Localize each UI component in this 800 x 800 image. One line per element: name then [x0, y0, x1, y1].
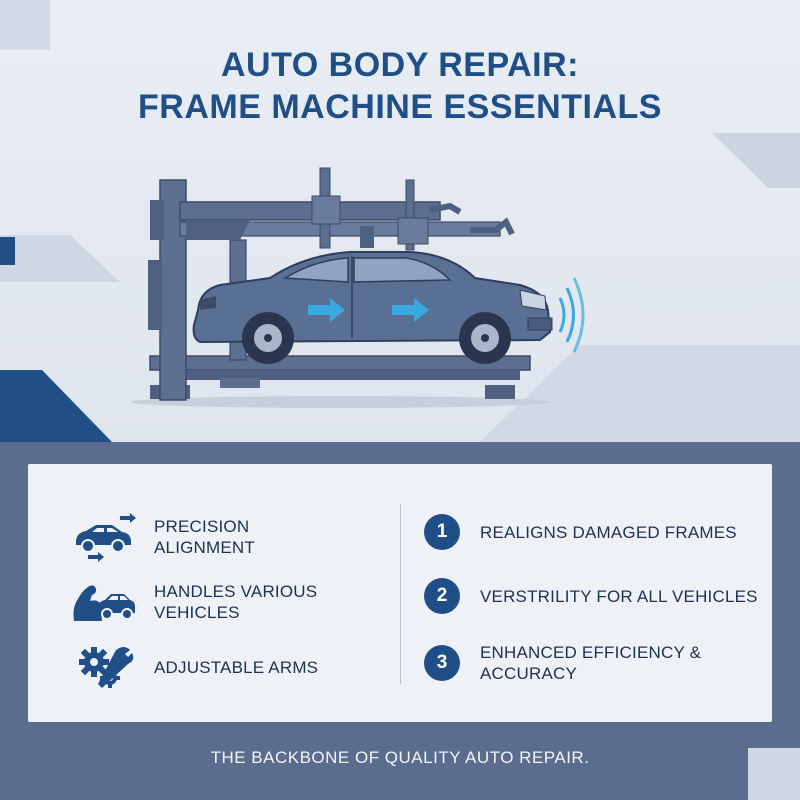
- feature-item-various-vehicles: HANDLES VARIOUS VEHICLES: [68, 577, 344, 627]
- step-label: VERSTRILITY FOR ALL VEHICLES: [480, 586, 758, 606]
- title-line-1: AUTO BODY REPAIR:: [221, 46, 579, 84]
- car-arrows-icon: [68, 512, 138, 562]
- step-item: 2 VERSTRILITY FOR ALL VEHICLES: [424, 578, 780, 614]
- step-item: 3 ENHANCED EFFICIENCY & ACCURACY: [424, 642, 780, 684]
- deco-shapes: [0, 133, 800, 442]
- title-line-2: FRAME MACHINE ESSENTIALS: [138, 88, 662, 126]
- page-title: AUTO BODY REPAIR: FRAME MACHINE ESSENTIA…: [0, 44, 800, 128]
- deco-square-bottom-right: [748, 748, 800, 800]
- gears-wrench-icon: [68, 642, 138, 692]
- info-section: PRECISION ALIGNMENT HANDLES VARIOUS VEHI…: [0, 442, 800, 800]
- step-number-badge: 2: [424, 578, 460, 614]
- footer-tagline: THE BACKBONE OF QUALITY AUTO REPAIR.: [210, 748, 590, 767]
- step-item: 1 REALIGNS DAMAGED FRAMES: [424, 514, 780, 550]
- step-label: ENHANCED EFFICIENCY & ACCURACY: [480, 643, 702, 683]
- features-panel: PRECISION ALIGNMENT HANDLES VARIOUS VEHI…: [28, 464, 772, 722]
- step-label: REALIGNS DAMAGED FRAMES: [480, 522, 737, 542]
- feature-label: HANDLES VARIOUS VEHICLES: [154, 582, 318, 622]
- feature-item-precision: PRECISION ALIGNMENT: [68, 512, 344, 562]
- deco-square-top-left: [0, 0, 50, 50]
- step-number-badge: 1: [424, 514, 460, 550]
- column-divider: [400, 504, 401, 684]
- feature-item-adjustable-arms: ADJUSTABLE ARMS: [68, 642, 344, 692]
- feature-label: PRECISION ALIGNMENT: [154, 517, 255, 557]
- arm-car-icon: [68, 577, 138, 627]
- hero-section: AUTO BODY REPAIR: FRAME MACHINE ESSENTIA…: [0, 0, 800, 442]
- step-number-badge: 3: [424, 645, 460, 681]
- frame-machine-illustration: [130, 167, 585, 408]
- feature-label: ADJUSTABLE ARMS: [154, 657, 319, 677]
